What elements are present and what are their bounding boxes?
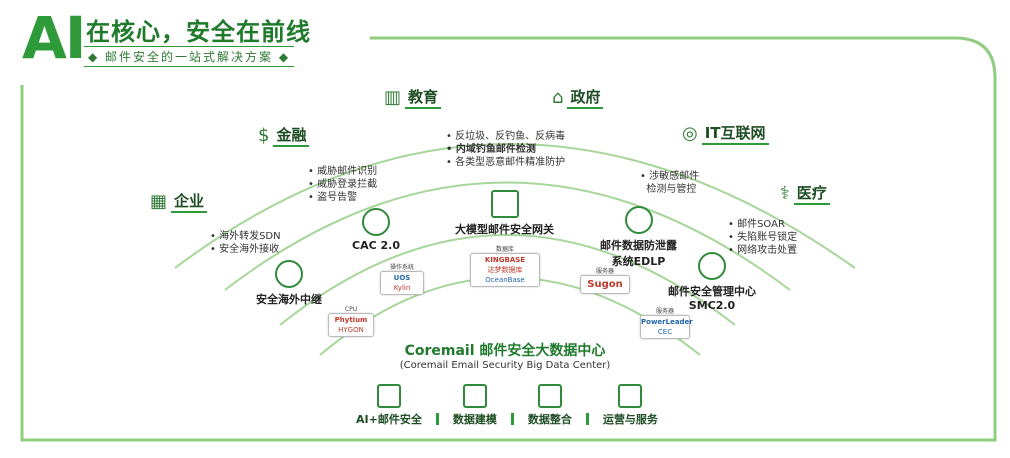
vendor-server: 服务器 Sugon [580,266,630,294]
sector-medical: ⚕ 医疗 [780,182,830,205]
money-bag-icon: $ [258,124,270,146]
node-smc-label-2: SMC2.0 [688,299,736,312]
sector-government: ⌂ 政府 [552,86,604,109]
vendor-logo: Phytium [334,316,368,324]
separator [435,413,439,425]
bullets-finance: • 威胁邮件识别 • 威胁登录拦截 • 盗号告警 [308,165,377,204]
vendor-server2: 服务器 PowerLeader CEC [640,306,693,339]
vendor-logo: CEC [657,328,673,336]
vendor-os: 操作系统 UOS Kylin [380,262,424,295]
vendor-os-box: UOS Kylin [380,271,424,295]
ai-logo: AI [22,4,86,72]
node-cac: CAC 2.0 [352,208,400,252]
vendor-logo: PowerLeader [641,318,693,326]
node-smc: 邮件安全管理中心 SMC2.0 [668,252,756,312]
building-icon: ▦ [150,190,168,212]
node-dlp-label-2: 系统EDLP [611,255,666,268]
bullet-item: • 失陷账号锁定 [728,232,798,243]
bullets-it: • 涉敏感邮件 检测与管控 [640,170,699,196]
vendor-server-label: 服务器 [595,268,614,275]
vendor-logo: Sugon [587,279,623,290]
bullet-item: • 海外转发SDN [210,231,281,242]
bullets-enterprise: • 海外转发SDN • 安全海外接收 [210,230,281,256]
separator [510,413,514,425]
user-admin-icon [698,252,726,280]
shield-c-icon [361,208,390,236]
stethoscope-icon: ⚕ [780,182,790,204]
sector-education-label: 教育 [405,86,442,109]
node-dlp-label-1: 邮件数据防泄露 [600,239,677,252]
vendor-os-label: 操作系统 [389,264,414,271]
sector-it-internet: ◎ IT互联网 [682,122,769,145]
bullet-item: • 各类型恶意邮件精准防护 [446,157,566,168]
node-smc-label-1: 邮件安全管理中心 [668,285,756,298]
sector-finance: $ 金融 [258,124,310,147]
node-overseas: 安全海外中继 [256,260,322,307]
server-icon [490,190,519,218]
bullet-item: • 邮件SOAR [728,219,785,230]
vendor-server-box: Sugon [580,275,630,294]
page-subtitle: ◆ 邮件安全的一站式解决方案 ◆ [84,46,295,67]
vendor-logo: Kylin [393,284,411,292]
bullet-item: • 涉敏感邮件 [640,171,700,182]
center-subtitle: (Coremail Email Security Big Data Center… [399,360,611,371]
node-gateway: 大模型邮件安全网关 [455,190,554,237]
node-cac-label: CAC 2.0 [352,239,400,252]
center-block: Coremail 邮件安全大数据中心 (Coremail Email Secur… [380,340,630,371]
sector-medical-label: 医疗 [793,182,830,205]
bottom-item-ai-security: AI+邮件安全 [356,384,422,427]
separator [585,413,589,425]
bullet-item: • 安全海外接收 [210,244,280,255]
vendor-db: 数据库 KINGBASE 达梦数据库 OceanBase [470,244,540,287]
sector-enterprise: ▦ 企业 [150,190,208,213]
vendor-logo: KINGBASE [484,256,526,264]
vendor-db-label: 数据库 [495,246,514,253]
page-title: 在核心，安全在前线 [86,18,311,46]
bottom-item-integration: 数据整合 [528,384,572,427]
sector-government-label: 政府 [567,86,604,109]
bottom-row: AI+邮件安全 数据建模 数据整合 运营与服务 [356,384,658,427]
bar-chart-icon [537,384,562,408]
bullet-item: • 威胁登录拦截 [308,179,378,190]
node-dlp: 邮件数据防泄露 系统EDLP [600,206,677,269]
bullet-item: • 反垃圾、反钓鱼、反病毒 [446,131,566,142]
bullets-top: • 反垃圾、反钓鱼、反病毒 • 内域钓鱼邮件检测 • 各类型恶意邮件精准防护 [446,130,565,169]
bullet-item: • 内域钓鱼邮件检测 [446,144,536,155]
vendor-logo: UOS [393,274,411,282]
data-model-icon [462,384,487,408]
government-building-icon: ⌂ [552,86,564,108]
sector-education: ▥ 教育 [384,86,442,109]
vendor-db-box: KINGBASE 达梦数据库 OceanBase [470,253,540,287]
vendor-logo: 达梦数据库 [487,266,523,274]
vendor-logo: OceanBase [485,276,525,284]
bottom-item-operations: 运营与服务 [603,384,658,427]
school-icon: ▥ [384,86,402,108]
bullet-item: • 盗号告警 [308,192,358,203]
bullet-item: • 网络攻击处置 [728,245,798,256]
globe-icon: ◎ [682,122,698,144]
center-title: Coremail 邮件安全大数据中心 [404,343,606,359]
vendor-logo: HYGON [338,326,364,334]
data-protect-icon [624,206,653,234]
node-overseas-label: 安全海外中继 [256,293,322,306]
vendor-server2-box: PowerLeader CEC [640,315,693,339]
vendor-server2-label: 服务器 [655,308,674,315]
vendor-cpu: CPU Phytium HYGON [328,306,374,337]
bullet-item: • 威胁邮件识别 [308,166,378,177]
sector-finance-label: 金融 [273,124,310,147]
operations-icon [618,384,643,408]
sector-it-internet-label: IT互联网 [701,122,769,145]
globe-relay-icon [275,260,303,288]
node-gateway-label: 大模型邮件安全网关 [455,223,554,236]
bullets-medical: • 邮件SOAR • 失陷账号锁定 • 网络攻击处置 [728,218,797,257]
vendor-cpu-label: CPU [344,306,358,313]
bottom-item-modeling: 数据建模 [453,384,497,427]
sector-enterprise-label: 企业 [171,190,208,213]
vendor-cpu-box: Phytium HYGON [328,313,374,337]
ai-shield-icon [376,384,401,408]
bullet-item: 检测与管控 [646,184,697,195]
